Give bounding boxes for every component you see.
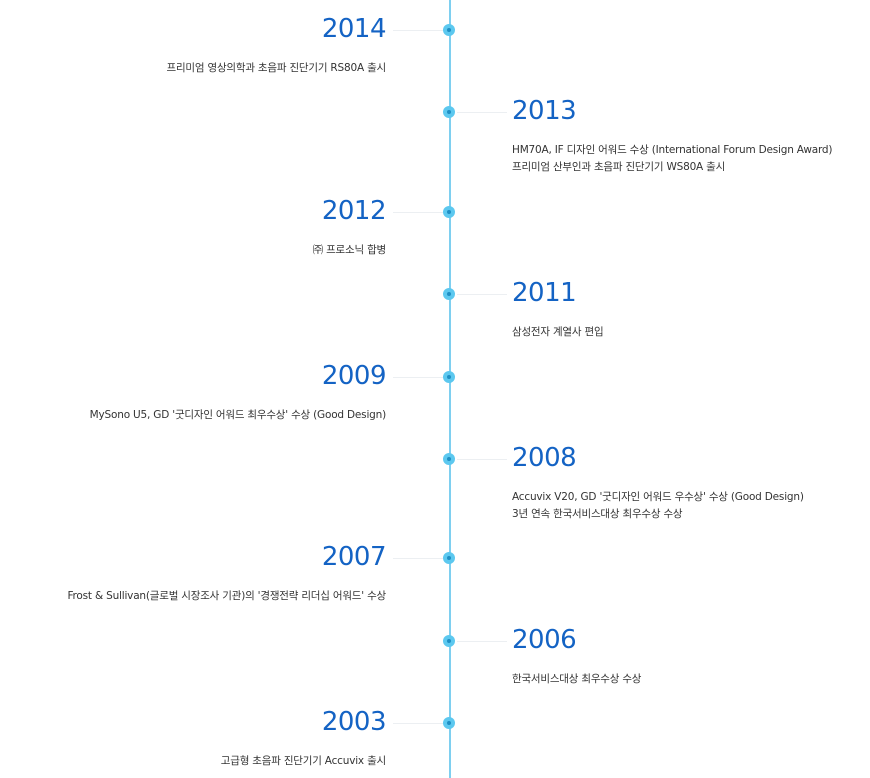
timeline-event-list: ㈜ 프로소닉 합병 bbox=[312, 242, 387, 259]
timeline-year: 2014 bbox=[321, 14, 387, 44]
timeline-event-list: 고급형 초음파 진단기기 Accuvix 출시 bbox=[221, 753, 386, 770]
timeline-event: ㈜ 프로소닉 합병 bbox=[312, 244, 387, 256]
timeline-connector bbox=[393, 558, 443, 559]
timeline-dot bbox=[443, 288, 455, 300]
timeline-year: 2012 bbox=[321, 196, 387, 226]
timeline-connector bbox=[393, 212, 443, 213]
timeline-dot bbox=[443, 206, 455, 218]
timeline-connector bbox=[393, 377, 443, 378]
timeline-year: 2008 bbox=[512, 443, 577, 473]
timeline-connector bbox=[457, 112, 507, 113]
timeline-event: 삼성전자 계열사 편입 bbox=[512, 326, 604, 338]
timeline-event-list: 프리미엄 영상의학과 초음파 진단기기 RS80A 출시 bbox=[166, 60, 387, 77]
timeline-axis-line bbox=[449, 0, 451, 778]
timeline-event: HM70A, IF 디자인 어워드 수상 (International Foru… bbox=[512, 144, 833, 156]
timeline-year: 2009 bbox=[321, 361, 387, 391]
timeline-event: 고급형 초음파 진단기기 Accuvix 출시 bbox=[220, 755, 386, 767]
timeline-event-list: Frost & Sullivan(글로벌 시장조사 기관)의 '경쟁전략 리더십… bbox=[67, 588, 386, 605]
timeline-dot bbox=[443, 106, 455, 118]
timeline-year: 2006 bbox=[512, 625, 577, 655]
timeline-event: Frost & Sullivan(글로벌 시장조사 기관)의 '경쟁전략 리더십… bbox=[67, 590, 386, 602]
timeline-dot bbox=[443, 635, 455, 647]
timeline-event-list: MySono U5, GD '굿디자인 어워드 최우수상' 수상 (Good D… bbox=[89, 407, 387, 424]
timeline-dot bbox=[443, 24, 455, 36]
timeline-event: 프리미엄 산부인과 초음파 진단기기 WS80A 출시 bbox=[512, 161, 726, 173]
timeline-event: 한국서비스대상 최우수상 수상 bbox=[512, 673, 642, 685]
timeline-event-list: 한국서비스대상 최우수상 수상 bbox=[512, 671, 641, 688]
timeline-connector bbox=[457, 459, 507, 460]
timeline-event-list: HM70A, IF 디자인 어워드 수상 (International Foru… bbox=[512, 142, 832, 176]
timeline-connector bbox=[393, 723, 443, 724]
timeline-connector bbox=[393, 30, 443, 31]
timeline-year: 2007 bbox=[321, 542, 387, 572]
timeline-event: 3년 연속 한국서비스대상 최우수상 수상 bbox=[512, 508, 683, 520]
timeline-connector bbox=[457, 294, 507, 295]
timeline-event: Accuvix V20, GD '굿디자인 어워드 우수상' 수상 (Good … bbox=[512, 491, 804, 503]
timeline-dot bbox=[443, 552, 455, 564]
timeline-dot bbox=[443, 453, 455, 465]
timeline-event: 프리미엄 영상의학과 초음파 진단기기 RS80A 출시 bbox=[166, 62, 387, 74]
timeline-event-list: Accuvix V20, GD '굿디자인 어워드 우수상' 수상 (Good … bbox=[512, 489, 804, 523]
timeline-dot bbox=[443, 371, 455, 383]
timeline-year: 2013 bbox=[512, 96, 577, 126]
timeline-year: 2003 bbox=[321, 707, 387, 737]
timeline-dot bbox=[443, 717, 455, 729]
timeline-event-list: 삼성전자 계열사 편입 bbox=[512, 324, 604, 341]
timeline-year: 2011 bbox=[512, 278, 577, 308]
timeline-connector bbox=[457, 641, 507, 642]
timeline-event: MySono U5, GD '굿디자인 어워드 최우수상' 수상 (Good D… bbox=[89, 409, 387, 421]
